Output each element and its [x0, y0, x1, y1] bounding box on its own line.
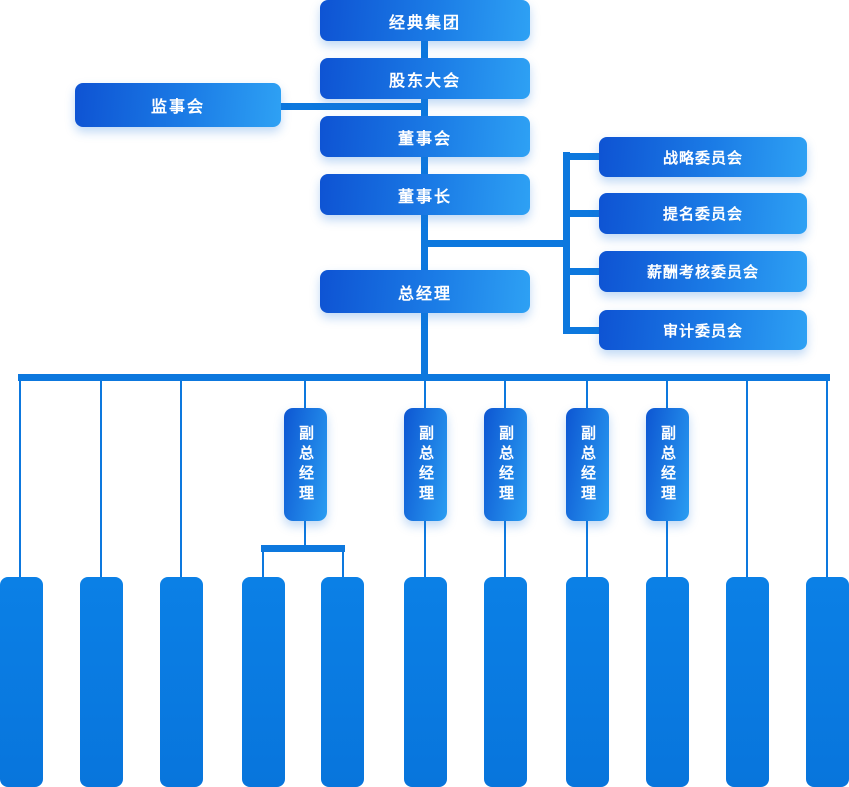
node-committee-compensation-label: 薪酬考核委员会 — [646, 264, 759, 281]
vp3-tail-line — [504, 521, 506, 577]
node-supervisory-board: 监事会 — [75, 83, 281, 127]
department-box-3 — [160, 577, 203, 787]
node-general-manager-label: 总经理 — [397, 285, 452, 303]
node-vice-gm-4: 副总经理 — [566, 408, 609, 521]
node-committee-compensation: 薪酬考核委员会 — [599, 251, 807, 292]
connector-committee-stub-4 — [570, 327, 599, 334]
node-vice-gm-1-label: 副总经理 — [297, 424, 314, 505]
node-vice-gm-5-label: 副总经理 — [659, 424, 676, 505]
node-committee-nomination-label: 提名委员会 — [662, 206, 743, 223]
node-vice-gm-4-label: 副总经理 — [579, 424, 596, 505]
department-box-8 — [566, 577, 609, 787]
connector-supervisory-link — [281, 103, 425, 110]
department-box-2 — [80, 577, 123, 787]
node-chairman-label: 董事长 — [397, 188, 452, 206]
department-box-4 — [242, 577, 285, 787]
drop-line-dept-1 — [19, 381, 21, 577]
drop-line-dept-10 — [746, 381, 748, 577]
node-group-label: 经典集团 — [388, 14, 461, 32]
node-committee-strategy: 战略委员会 — [599, 137, 807, 177]
drop-line-vp-1 — [304, 381, 306, 408]
drop-line-dept-2 — [100, 381, 102, 577]
vp1-split-drop-right — [342, 552, 344, 577]
node-committee-audit-label: 审计委员会 — [662, 322, 743, 340]
node-board-of-directors-label: 董事会 — [397, 130, 452, 148]
connector-gm-rail — [421, 313, 428, 374]
node-committee-strategy-label: 战略委员会 — [662, 149, 743, 167]
drop-line-vp-3 — [504, 381, 506, 408]
department-box-5 — [321, 577, 364, 787]
connector-committee-stub-3 — [570, 268, 599, 275]
connector-chairman-gm — [421, 215, 428, 270]
drop-line-vp-2 — [424, 381, 426, 408]
node-vice-gm-3: 副总经理 — [484, 408, 527, 521]
node-committee-audit: 审计委员会 — [599, 310, 807, 350]
connector-committee-stub-1 — [570, 153, 599, 160]
node-group: 经典集团 — [320, 0, 530, 41]
drop-line-vp-5 — [666, 381, 668, 408]
department-box-7 — [484, 577, 527, 787]
node-vice-gm-2: 副总经理 — [404, 408, 447, 521]
department-box-1 — [0, 577, 43, 787]
node-committee-nomination: 提名委员会 — [599, 193, 807, 234]
vp1-tail-line — [304, 521, 306, 545]
connector-main-rail — [18, 374, 830, 381]
connector-committee-stub-2 — [570, 210, 599, 217]
vp5-tail-line — [666, 521, 668, 577]
node-shareholders-meeting: 股东大会 — [320, 58, 530, 99]
vp4-tail-line — [586, 521, 588, 577]
connector-board-chairman — [421, 157, 428, 174]
node-supervisory-board-label: 监事会 — [150, 99, 205, 116]
node-vice-gm-5: 副总经理 — [646, 408, 689, 521]
node-vice-gm-1: 副总经理 — [284, 408, 327, 521]
node-chairman: 董事长 — [320, 174, 530, 215]
connector-group-shareholders — [421, 41, 428, 58]
connector-committee-spine — [563, 152, 570, 334]
drop-line-dept-3 — [180, 381, 182, 577]
node-vice-gm-3-label: 副总经理 — [497, 424, 514, 505]
department-box-9 — [646, 577, 689, 787]
drop-line-vp-4 — [586, 381, 588, 408]
drop-line-dept-11 — [826, 381, 828, 577]
department-box-10 — [726, 577, 769, 787]
department-box-6 — [404, 577, 447, 787]
connector-committee-branch — [428, 240, 570, 247]
vp2-tail-line — [424, 521, 426, 577]
node-shareholders-meeting-label: 股东大会 — [388, 72, 461, 90]
department-box-11 — [806, 577, 849, 787]
node-general-manager: 总经理 — [320, 270, 530, 313]
node-vice-gm-2-label: 副总经理 — [417, 424, 434, 505]
vp1-split-drop-left — [262, 552, 264, 577]
node-board-of-directors: 董事会 — [320, 116, 530, 157]
connector-vp1-split-bar — [261, 545, 345, 552]
